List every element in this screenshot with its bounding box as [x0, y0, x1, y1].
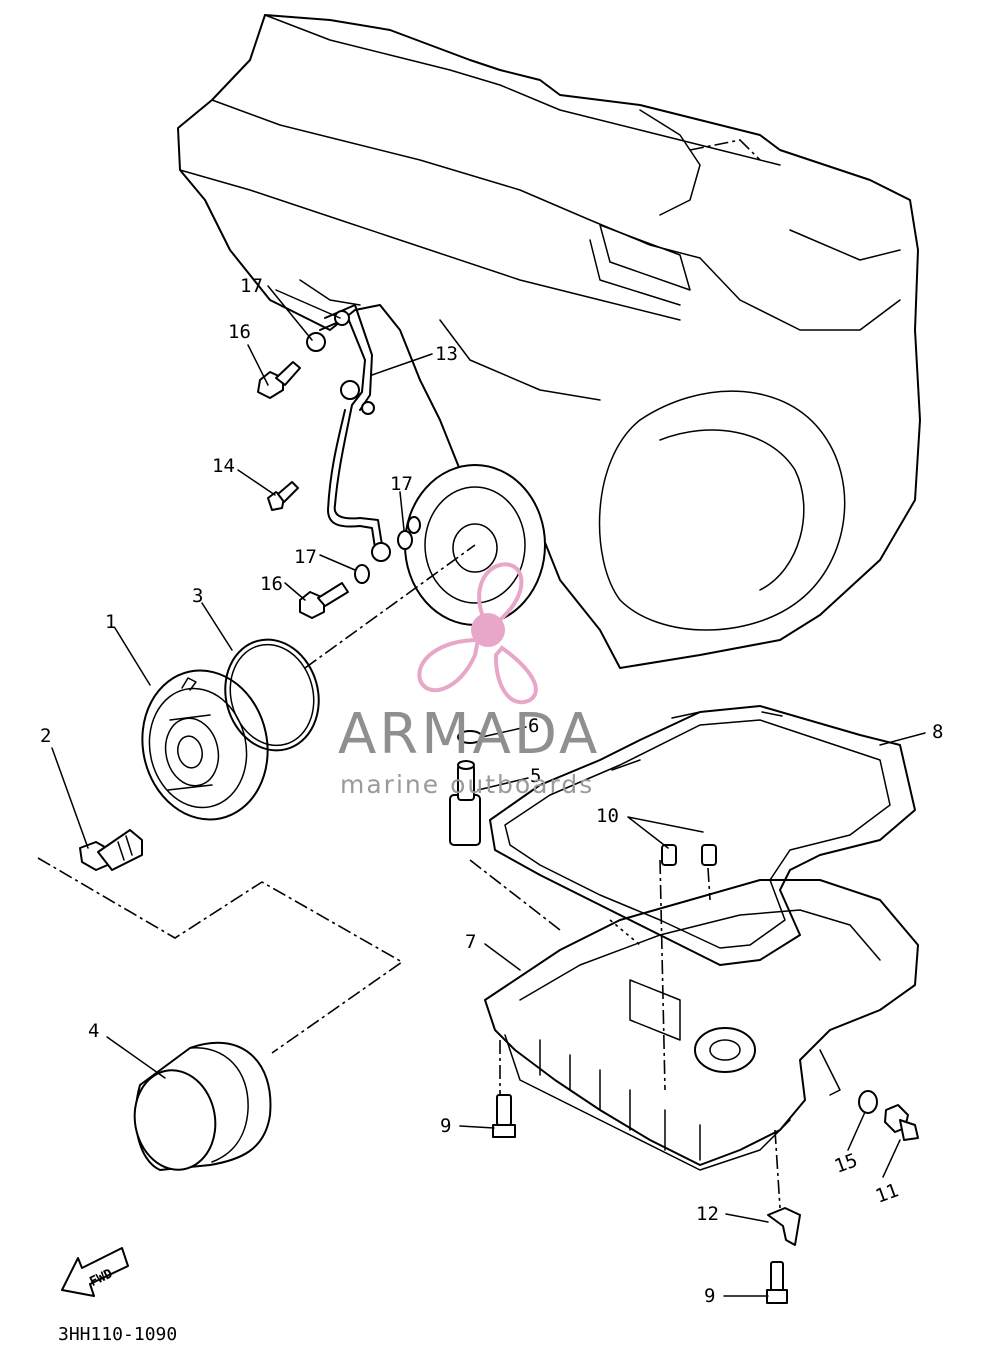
oil-pan	[484, 879, 919, 1171]
callout-17-c: 17	[294, 546, 317, 568]
assembly-lines	[37, 544, 781, 1209]
callout-15: 14	[212, 455, 235, 477]
bolt-9-bottom	[766, 1261, 788, 1304]
oil-cooler	[141, 669, 269, 821]
watermark-logo: ARMADA marine outboards	[338, 562, 600, 799]
callout-16-a: 16	[228, 321, 251, 343]
oil-delivery-pipe	[306, 304, 391, 562]
bolt-15	[267, 481, 299, 511]
drain-bolt-11	[884, 1104, 919, 1141]
oil-filter	[133, 1041, 272, 1171]
diagram-code: 3HH110-1090	[58, 1324, 177, 1345]
gaskets-17	[354, 516, 421, 584]
callout-16-b: 16	[260, 573, 283, 595]
callout-9-a: 9	[440, 1115, 451, 1137]
clamp-13	[767, 1207, 801, 1246]
oil-pan-gasket	[489, 705, 916, 966]
dowel-pin-lower	[661, 844, 677, 866]
callout-4: 4	[88, 1020, 99, 1042]
union-bolt-16-lower	[299, 582, 349, 619]
callout-13: 12	[696, 1203, 719, 1225]
watermark-brand: ARMADA	[338, 702, 600, 767]
callout-5: 5	[530, 765, 541, 787]
watermark-tagline: marine outboards	[340, 770, 594, 799]
bolt-9-left	[492, 1094, 516, 1138]
callout-8: 8	[932, 721, 943, 743]
callout-17-b: 17	[390, 473, 413, 495]
propeller-icon	[417, 562, 538, 705]
callout-17-a: 17	[240, 275, 263, 297]
callout-10: 10	[596, 805, 619, 827]
union-bolt-16-upper	[257, 361, 301, 399]
oil-strainer-pipe	[449, 760, 481, 846]
forward-direction-arrow: FWD	[61, 1247, 129, 1297]
fwd-label: FWD	[87, 1266, 115, 1290]
callout-9-b: 9	[704, 1285, 715, 1307]
dowel-pin-upper	[701, 844, 717, 866]
drain-gasket-12	[858, 1090, 878, 1114]
callout-14: 13	[435, 343, 458, 365]
union-bolt-2	[79, 829, 143, 871]
callout-1: 1	[105, 611, 116, 633]
callout-11: 11	[872, 1179, 901, 1208]
engine-block	[177, 14, 921, 669]
leader-lines	[51, 285, 926, 1297]
callout-7: 7	[465, 931, 476, 953]
callout-3: 3	[192, 585, 203, 607]
callout-2: 2	[40, 725, 51, 747]
callout-12: 15	[831, 1149, 860, 1178]
callout-6: 6	[528, 715, 539, 737]
o-ring	[224, 638, 320, 752]
